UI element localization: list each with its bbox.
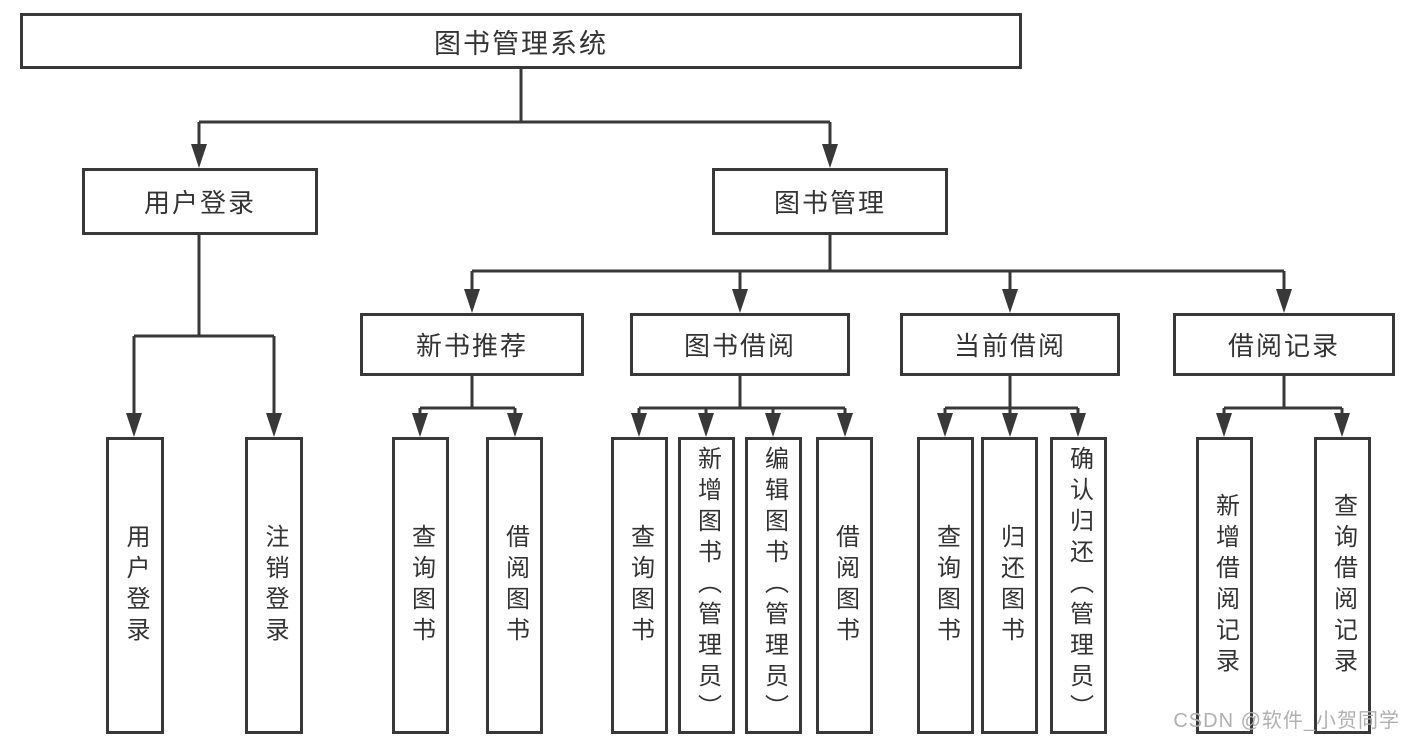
node-edit-books-admin: 编辑图书（管理员） <box>745 437 802 734</box>
connector-new-book-recommend-to-leaves <box>412 376 523 437</box>
node-library-management-system: 图书管理系统 <box>20 13 1022 69</box>
node-confirm-return-admin: 确认归还（管理员） <box>1050 437 1107 734</box>
node-user-login: 用户登录 <box>106 437 164 734</box>
node-current-borrowing: 当前借阅 <box>900 313 1120 376</box>
node-query-borrow-record: 查询借阅记录 <box>1314 437 1371 734</box>
node-query-books: 查询图书 <box>917 437 974 734</box>
node-return-books: 归还图书 <box>981 437 1038 734</box>
node-borrow-books: 借阅图书 <box>816 437 873 734</box>
connector-user-login-to-leaves <box>126 235 282 437</box>
node-borrowing-records: 借阅记录 <box>1173 313 1395 376</box>
csdn-watermark: CSDN @软件_小贺同学 <box>1173 710 1400 732</box>
connector-book-borrow-to-leaves <box>631 376 853 437</box>
node-query-books: 查询图书 <box>392 437 449 734</box>
connector-book-management-to-level3 <box>464 235 1292 313</box>
node-borrow-books: 借阅图书 <box>486 437 543 734</box>
node-logout: 注销登录 <box>245 437 303 734</box>
node-book-management: 图书管理 <box>712 168 948 235</box>
node-add-books-admin: 新增图书（管理员） <box>678 437 735 734</box>
connector-current-borrow-to-leaves <box>937 376 1086 437</box>
node-user-login-group: 用户登录 <box>82 168 318 235</box>
node-new-book-recommendation: 新书推荐 <box>360 313 584 376</box>
node-book-borrowing: 图书借阅 <box>630 313 850 376</box>
node-query-books: 查询图书 <box>611 437 668 734</box>
connector-root-to-level2 <box>191 69 838 168</box>
node-add-borrow-record: 新增借阅记录 <box>1196 437 1253 734</box>
connector-borrow-records-to-leaves <box>1216 376 1350 437</box>
